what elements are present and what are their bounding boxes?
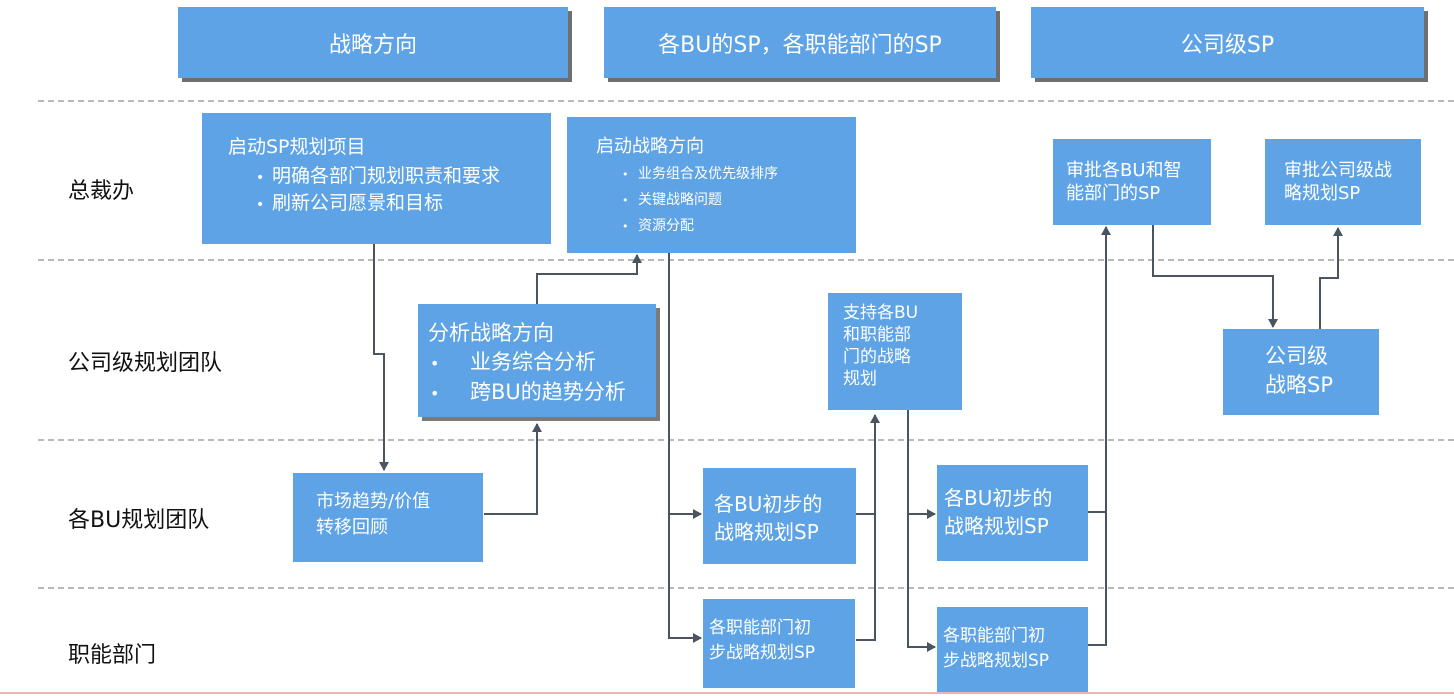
bullet-icon: • <box>430 354 440 374</box>
box-start-strategy-direction: 启动战略方向 • 业务组合及优先级排序 • 关键战略问题 • 资源分配 <box>567 117 856 253</box>
bullet-text: 跨BU的趋势分析 <box>470 379 626 404</box>
connector-support-to-func-sp-2 <box>907 514 936 652</box>
box-start-sp-project-title: 启动SP规划项目 <box>228 136 366 158</box>
connector-analysis-to-start-direction <box>536 254 642 304</box>
header-company-sp: 公司级SP <box>1031 7 1424 78</box>
box-approve-bu-sp-line2: 能部门的SP <box>1066 183 1161 205</box>
bullet-item: • 业务组合及优先级排序 <box>622 162 856 188</box>
connector-approve-to-company-sp <box>1152 222 1278 328</box>
lane-separator-2 <box>38 259 1454 261</box>
connector-bu-sp-1-to-support <box>856 414 880 515</box>
bullet-item: • 刷新公司愿景和目标 <box>256 190 551 217</box>
box-approve-bu-sp-line1: 审批各BU和智 <box>1066 160 1182 181</box>
box-approve-company-sp-line1: 审批公司级战 <box>1284 160 1392 181</box>
lane-label-president-office: 总裁办 <box>68 179 135 204</box>
box-analyze-strategy-direction-title: 分析战略方向 <box>428 321 554 345</box>
connector-bu-sp-2-to-approve <box>1088 226 1111 513</box>
bullet-icon: • <box>256 170 265 187</box>
box-approve-company-sp: 审批公司级战 略规划SP <box>1265 139 1421 225</box>
box-bu-initial-sp-1-line1: 各BU初步的 <box>714 492 823 516</box>
header-bu-function-sp-label: 各BU的SP，各职能部门的SP <box>658 32 942 58</box>
box-analyze-strategy-direction-bullets: • 业务综合分析 • 跨BU的趋势分析 <box>428 348 656 407</box>
box-support-bu-planning-line2: 和职能部 <box>843 325 911 346</box>
header-strategy-direction: 战略方向 <box>178 7 568 78</box>
box-func-initial-sp-1-line2: 步战略规划SP <box>709 642 816 663</box>
bullet-text: 刷新公司愿景和目标 <box>272 191 444 214</box>
bullet-icon: • <box>430 383 440 403</box>
lane-label-functional-departments: 职能部门 <box>68 643 157 668</box>
box-bu-initial-sp-1: 各BU初步的 战略规划SP <box>703 468 856 564</box>
bullet-text: 明确各部门规划职责和要求 <box>272 165 501 188</box>
box-market-trend-review: 市场趋势/价值 转移回顾 <box>293 473 483 562</box>
box-approve-bu-sp: 审批各BU和智 能部门的SP <box>1053 139 1211 225</box>
bullet-item: • 业务综合分析 <box>430 348 656 377</box>
bullet-item: • 关键战略问题 <box>622 188 856 214</box>
box-bu-initial-sp-1-line2: 战略规划SP <box>714 520 819 544</box>
header-strategy-direction-label: 战略方向 <box>328 32 417 58</box>
bullet-icon: • <box>256 196 265 213</box>
box-support-bu-planning-line4: 规划 <box>843 369 877 390</box>
bullet-icon: • <box>622 168 629 182</box>
bullet-text: 业务综合分析 <box>470 350 596 375</box>
lane-separator-1 <box>38 100 1454 102</box>
box-func-initial-sp-2-line1: 各职能部门初 <box>943 626 1045 646</box>
connector-market-review-to-analysis <box>484 423 542 515</box>
box-market-trend-review-line1: 市场趋势/价值 <box>316 491 431 512</box>
box-start-sp-project: 启动SP规划项目 • 明确各部门规划职责和要求 • 刷新公司愿景和目标 <box>202 113 551 244</box>
box-start-strategy-direction-title: 启动战略方向 <box>596 136 704 157</box>
box-company-strategy-sp-line1: 公司级 <box>1265 344 1328 368</box>
box-analyze-strategy-direction: 分析战略方向 • 业务综合分析 • 跨BU的趋势分析 <box>418 304 656 417</box>
connector-start-direction-to-bu-sp-1 <box>668 253 702 519</box>
connector-start-direction-to-func-sp-1 <box>668 514 702 643</box>
box-company-strategy-sp-line2: 战略SP <box>1265 372 1333 397</box>
box-bu-initial-sp-2-line1: 各BU初步的 <box>944 486 1053 510</box>
box-func-initial-sp-1-line1: 各职能部门初 <box>709 618 811 638</box>
lane-label-bu-planning-team: 各BU规划团队 <box>68 508 210 533</box>
box-start-strategy-direction-bullets: • 业务组合及优先级排序 • 关键战略问题 • 资源分配 <box>596 162 856 240</box>
box-support-bu-planning-line3: 门的战略 <box>843 347 911 368</box>
box-func-initial-sp-2-line2: 步战略规划SP <box>943 650 1050 671</box>
bullet-icon: • <box>622 219 629 233</box>
lane-label-company-planning-team: 公司级规划团队 <box>68 351 223 376</box>
bullet-icon: • <box>622 193 629 207</box>
box-market-trend-review-line2: 转移回顾 <box>316 517 388 539</box>
bottom-border <box>0 692 1454 694</box>
lane-separator-3 <box>38 439 1454 441</box>
bullet-item: • 明确各部门规划职责和要求 <box>256 163 551 190</box>
connector-company-sp-to-approve-company <box>1319 227 1343 329</box>
header-bu-function-sp: 各BU的SP，各职能部门的SP <box>604 7 996 78</box>
connector-func-sp-1-to-support <box>856 514 876 641</box>
box-support-bu-planning-line1: 支持各BU <box>843 303 919 323</box>
box-func-initial-sp-2: 各职能部门初 步战略规划SP <box>937 607 1088 692</box>
box-company-strategy-sp: 公司级 战略SP <box>1223 329 1379 415</box>
box-support-bu-planning: 支持各BU 和职能部 门的战略 规划 <box>828 293 962 410</box>
box-func-initial-sp-1: 各职能部门初 步战略规划SP <box>703 599 855 688</box>
connector-func-sp-2-to-approve <box>1088 512 1107 646</box>
bullet-item: • 资源分配 <box>622 214 856 240</box>
lane-separator-4 <box>38 587 1454 589</box>
bullet-text: 资源分配 <box>638 217 694 234</box>
bullet-text: 业务组合及优先级排序 <box>638 166 778 183</box>
box-start-sp-project-bullets: • 明确各部门规划职责和要求 • 刷新公司愿景和目标 <box>228 163 551 216</box>
bullet-text: 关键战略问题 <box>638 191 722 208</box>
header-company-sp-label: 公司级SP <box>1180 32 1275 58</box>
box-bu-initial-sp-2: 各BU初步的 战略规划SP <box>937 465 1088 561</box>
box-approve-company-sp-line2: 略规划SP <box>1284 183 1361 205</box>
connector-start-sp-to-market-review <box>373 244 389 471</box>
box-bu-initial-sp-2-line2: 战略规划SP <box>944 514 1049 538</box>
bullet-item: • 跨BU的趋势分析 <box>430 378 656 407</box>
